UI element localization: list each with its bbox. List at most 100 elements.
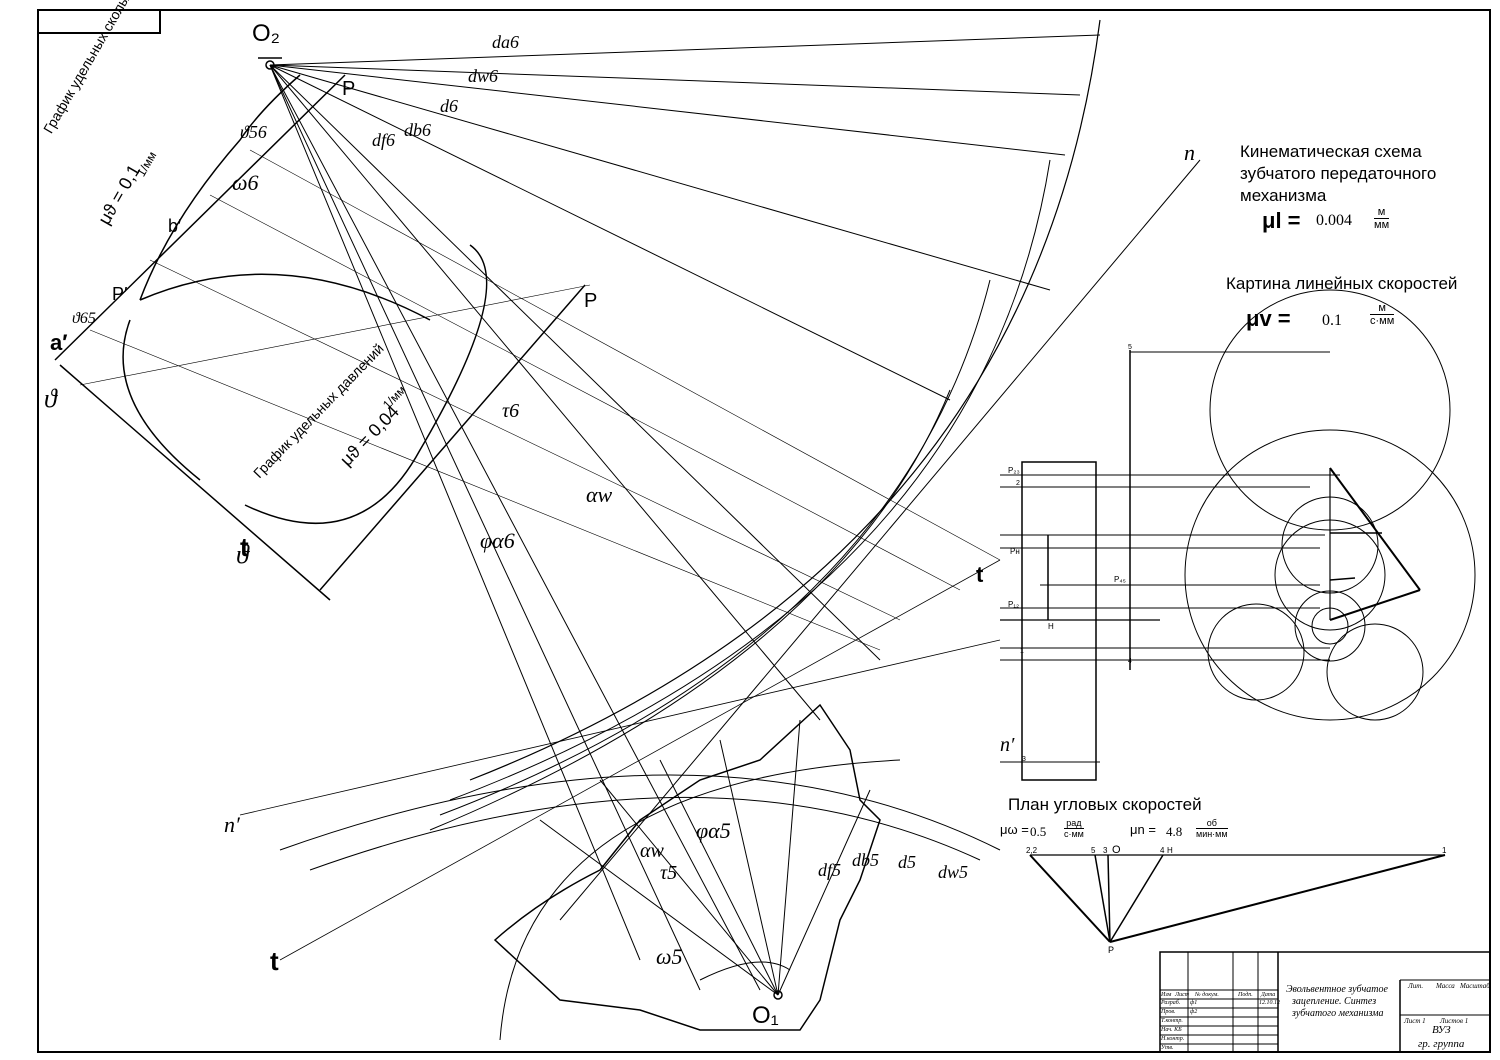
title-header-lit: Лит. xyxy=(1408,982,1424,990)
t-right-label: t xyxy=(976,562,984,587)
O1-label: O₁ xyxy=(752,1002,779,1029)
dw5-label: dw5 xyxy=(938,862,969,882)
velocity-title: Картина линейных скоростей xyxy=(1226,274,1458,293)
kinematic-title-line-3: механизма xyxy=(1240,186,1327,205)
title-row-nkontr: Н.контр. xyxy=(1161,1036,1185,1042)
scheme-4: 4 xyxy=(1128,658,1132,665)
O2-label: O₂ xyxy=(252,20,280,47)
n-prime-right-label: n′ xyxy=(1000,734,1015,756)
kinematic-title-line-2: зубчатого передаточного xyxy=(1240,164,1437,183)
n-top-label: n xyxy=(1184,140,1195,165)
mu-w-unit-den: с·мм xyxy=(1064,829,1084,839)
mu-l-unit-num: м xyxy=(1374,206,1390,219)
mu-n-symbol: μn = xyxy=(1130,822,1156,837)
tau5-label: τ5 xyxy=(660,862,678,884)
angular-plan-label-4: 4 xyxy=(1160,846,1165,855)
mu-l-unit-den: мм xyxy=(1374,219,1390,231)
P-top-label: P xyxy=(342,78,356,100)
angular-title: План угловых скоростей xyxy=(1008,795,1202,814)
corner-stamp xyxy=(37,9,161,34)
b-prime-label: b′ xyxy=(168,216,182,236)
angular-plan-label-3: 3 xyxy=(1103,846,1108,855)
title-name-line-2: зацепление. Синтез xyxy=(1292,996,1377,1007)
title-group: гр. группа xyxy=(1418,1038,1465,1050)
title-col-list: Лист xyxy=(1175,992,1190,998)
t-bottom-label: t xyxy=(270,946,279,976)
title-header-scale: Масштаб xyxy=(1460,982,1490,990)
phi-a6-label: φα6 xyxy=(480,528,515,553)
mu-v-value: 0.1 xyxy=(1322,312,1342,329)
title-sheet: Лист 1 xyxy=(1404,1017,1426,1025)
omega5-label: ω5 xyxy=(656,944,683,969)
mu-v-unit-den: с·мм xyxy=(1370,315,1395,327)
P-prime-label: P′ xyxy=(112,284,128,304)
phi-a5-label: φα5 xyxy=(696,818,731,843)
scheme-2: 2 xyxy=(1016,480,1020,487)
mu-l-symbol: μl = xyxy=(1262,208,1301,233)
alpha-w2-label: αw xyxy=(640,840,664,862)
mu-w-value: 0.5 xyxy=(1030,824,1047,839)
mu-v-symbol: μv = xyxy=(1246,306,1291,331)
scheme-P23: P₂₃ xyxy=(1008,466,1020,475)
db5-label: db5 xyxy=(852,850,879,870)
scheme-H: H xyxy=(1048,622,1054,631)
t-left-label: t xyxy=(240,532,249,562)
df5-label: df5 xyxy=(818,860,842,880)
title-col-sign: Подп. xyxy=(1238,992,1253,998)
mu-w-unit: рад с·мм xyxy=(1064,818,1084,839)
mu-n-value: 4.8 xyxy=(1166,824,1183,839)
scheme-P45: P₄₅ xyxy=(1114,575,1126,584)
da6-label: dа6 xyxy=(492,32,519,52)
title-org: ВУЗ xyxy=(1432,1024,1451,1036)
mu-v-unit-num: м xyxy=(1370,302,1395,315)
angular-plan-label-22: 2,2 xyxy=(1026,846,1038,855)
angular-plan-label-5: 5 xyxy=(1091,846,1096,855)
title-col-doc: № докум. xyxy=(1195,992,1219,998)
scheme-5: 5 xyxy=(1128,344,1132,351)
title-name-line-3: зубчатого механизма xyxy=(1292,1008,1384,1019)
mu-l-value: 0.004 xyxy=(1316,212,1352,229)
mu-l-unit: м мм xyxy=(1374,206,1390,231)
theta2-label: ϑ xyxy=(236,540,249,569)
angular-plan-pole: P xyxy=(1108,945,1115,955)
title-row-tkontr: Т.контр. xyxy=(1161,1018,1183,1024)
df6-label: df6 xyxy=(372,130,396,150)
theta-label: ϑ xyxy=(44,384,57,413)
theta56-label: ϑ56 xyxy=(240,122,267,142)
alpha-w-label: αw xyxy=(586,482,613,507)
title-row-nachkb: Нач. КБ xyxy=(1161,1027,1182,1033)
title-row-razrab: Разраб. xyxy=(1161,1000,1181,1006)
omega6-label: ω6 xyxy=(232,170,259,195)
P-mid-label: P xyxy=(584,290,598,312)
title-header-mass: Масса xyxy=(1436,982,1455,990)
theta65-label: ϑ65 xyxy=(72,310,96,327)
title-sheets: Листов 1 xyxy=(1440,1017,1469,1025)
dw6-label: dw6 xyxy=(468,66,499,86)
mu-w-unit-num: рад xyxy=(1064,818,1084,829)
title-col-izm: Изм xyxy=(1161,992,1172,998)
d6-label: d6 xyxy=(440,96,458,116)
sheet-border xyxy=(37,9,1491,1053)
d5-label: d5 xyxy=(898,852,916,872)
title-col-date: Дата xyxy=(1261,992,1276,998)
mu-v-unit: м с·мм xyxy=(1370,302,1395,327)
mu-w-symbol: μω = xyxy=(1000,822,1029,837)
n-prime-label: n′ xyxy=(224,812,240,837)
tau6-label: τ6 xyxy=(502,400,520,422)
scheme-3: 3 xyxy=(1022,756,1026,763)
title-initial-2: ф2 xyxy=(1190,1009,1198,1015)
mu-n-unit-den: мин·мм xyxy=(1196,829,1228,839)
angular-plan-label-H: H xyxy=(1167,846,1173,855)
mu-n-unit: об мин·мм xyxy=(1196,818,1228,839)
kinematic-title-line-1: Кинематическая схема xyxy=(1240,142,1422,161)
a-prime-label: a′ xyxy=(50,330,68,355)
title-date: 12.10.12 xyxy=(1259,1000,1280,1006)
title-initial-1: ф1 xyxy=(1190,1000,1198,1006)
title-name-line-1: Эвольвентное зубчатое xyxy=(1286,984,1388,995)
scheme-PH: Pн xyxy=(1010,547,1020,556)
scheme-P12: P₁₂ xyxy=(1008,600,1020,609)
mu-n-unit-num: об xyxy=(1196,818,1228,829)
title-row-prov: Пров. xyxy=(1161,1009,1176,1015)
angular-plan-label-1: 1 xyxy=(1442,846,1447,855)
